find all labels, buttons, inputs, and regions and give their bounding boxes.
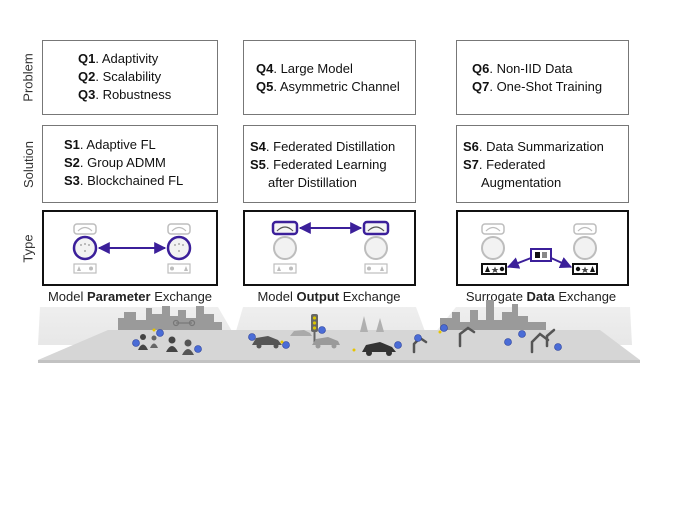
- data-symbols-icon: [167, 263, 191, 274]
- problem-item: Q1. Adaptivity: [78, 51, 159, 66]
- solution-item-continued: Augmentation: [481, 175, 562, 190]
- car-icon: [252, 336, 282, 349]
- activation-curve-icon: [271, 220, 299, 236]
- solution-list-1: S1. Adaptive FL S2. Group ADMM S3. Block…: [64, 136, 183, 190]
- type-diagram-3: [481, 223, 598, 275]
- neural-network-icon: [364, 236, 388, 260]
- problem-box-3: [456, 40, 629, 115]
- car-icon: [312, 337, 340, 349]
- car-icon: [290, 330, 312, 336]
- solution-box-2: [243, 125, 416, 203]
- solution-box-3: [456, 125, 629, 203]
- solution-item: S2. Group ADMM: [64, 155, 166, 170]
- activation-curve-icon: [481, 223, 505, 235]
- activation-curve-icon: [73, 223, 97, 235]
- solution-list-3: S6. Data Summarization S7. Federated Aug…: [463, 138, 604, 192]
- problem-item: Q5. Asymmetric Channel: [256, 79, 400, 94]
- problem-list-1: Q1. Adaptivity Q2. Scalability Q3. Robus…: [78, 50, 171, 104]
- traffic-light-icon: [311, 314, 318, 344]
- solution-list-2: S4. Federated Distillation S5. Federated…: [250, 138, 395, 192]
- activation-curve-icon: [362, 220, 390, 236]
- problem-list-3: Q6. Non-IID Data Q7. One-Shot Training: [472, 60, 602, 96]
- person-icon: [182, 339, 194, 355]
- city-skyline-icon: [118, 306, 222, 330]
- neural-network-badge-icons: [132, 324, 562, 353]
- data-symbols-icon: [364, 263, 388, 274]
- solution-item: S3. Blockchained FL: [64, 173, 184, 188]
- neural-network-icon: [72, 235, 98, 261]
- problem-list-2: Q4. Large Model Q5. Asymmetric Channel: [256, 60, 400, 96]
- type-diagram-1: [72, 223, 192, 274]
- problem-box-1: [42, 40, 218, 115]
- solution-item: S1. Adaptive FL: [64, 137, 156, 152]
- car-icon: [362, 342, 396, 356]
- small-yellow-lights: [152, 328, 442, 352]
- tree-icon: [360, 316, 384, 332]
- problem-item: Q6. Non-IID Data: [472, 61, 573, 76]
- person-icon: [150, 335, 158, 348]
- type-diagram-2: [271, 220, 390, 274]
- problem-item: Q4. Large Model: [256, 61, 353, 76]
- data-symbols-icon: [73, 263, 97, 274]
- solution-item-continued: after Distillation: [268, 175, 357, 190]
- solution-item: S5. Federated Learning: [250, 157, 387, 172]
- caption-2: Model Output Exchange: [257, 289, 401, 304]
- problem-box-2: [243, 40, 416, 115]
- surrogate-data-icon: [530, 248, 552, 262]
- activation-curve-icon: [167, 223, 191, 235]
- person-icon: [138, 334, 148, 350]
- problem-item: Q3. Robustness: [78, 87, 172, 102]
- factory-icon: [440, 300, 546, 330]
- neural-network-icon: [573, 236, 597, 260]
- data-symbols-icon: [273, 263, 297, 274]
- solution-box-1: [42, 125, 218, 203]
- activation-curve-icon: [573, 223, 597, 235]
- exchange-arrow: [506, 257, 532, 269]
- solution-item: S4. Federated Distillation: [250, 139, 396, 154]
- solution-item: S6. Data Summarization: [463, 139, 604, 154]
- neural-network-icon: [273, 236, 297, 260]
- problem-item: Q7. One-Shot Training: [472, 79, 603, 94]
- person-icon: [166, 336, 178, 352]
- drone-icon: [172, 319, 196, 327]
- problem-item: Q2. Scalability: [78, 69, 162, 84]
- exchange-arrow: [550, 257, 573, 269]
- neural-network-icon: [166, 235, 192, 261]
- caption-1: Model Parameter Exchange: [47, 289, 213, 304]
- caption-3: Surrogate Data Exchange: [465, 289, 617, 304]
- solution-item: S7. Federated: [463, 157, 546, 172]
- neural-network-icon: [481, 236, 505, 260]
